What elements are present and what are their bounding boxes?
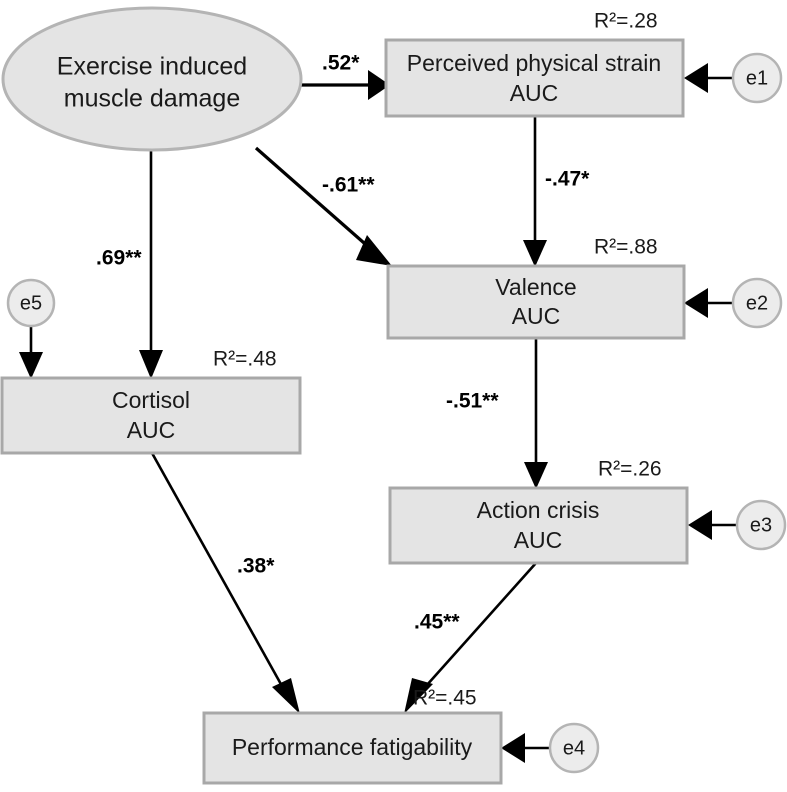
path-e2-to-valence [684, 288, 733, 318]
latent-label-line1: Exercise induced [57, 53, 247, 81]
node-error-e5[interactable]: e5 [6, 278, 56, 328]
r2-action-crisis: R²=.26 [598, 458, 662, 481]
r2-performance-fatigability: R²=.45 [413, 687, 477, 710]
arrow-head-cortisol-perf [272, 678, 300, 714]
e1-circle-shape [731, 52, 783, 104]
arrow-head-e3 [688, 510, 712, 540]
coef-valence-to-action-crisis: -.51** [446, 390, 499, 413]
latent-label-line2: muscle damage [64, 85, 240, 113]
coef-emd-to-valence: -.61** [322, 174, 375, 197]
coef-cortisol-to-performance-fatigability: .38* [237, 555, 275, 578]
path-action-crisis-to-performance-fatigability [404, 562, 537, 714]
e4-circle-shape [548, 722, 600, 774]
path-e3-to-action-crisis [688, 510, 737, 540]
valence-label-line2: AUC [512, 303, 561, 329]
cortisol-label-line2: AUC [127, 417, 176, 443]
r2-cortisol: R²=.48 [213, 348, 277, 371]
node-error-e4[interactable]: e4 [548, 722, 600, 774]
path-e5-to-cortisol [19, 326, 43, 379]
e3-circle-shape [735, 499, 787, 551]
action-crisis-box-shape [388, 486, 689, 565]
node-cortisol[interactable]: Cortisol AUC [0, 376, 302, 455]
path-valence-to-action-crisis [524, 338, 548, 489]
path-line-cortisol-perf [150, 452, 289, 696]
node-performance-fatigability[interactable]: Performance fatigability [202, 711, 503, 785]
perceived-strain-box-shape [384, 38, 685, 118]
node-error-e1[interactable]: e1 [731, 52, 783, 104]
arrow-head-action-crisis-perf [404, 678, 433, 714]
e4-label: e4 [563, 737, 585, 759]
performance-fatigability-label-line1: Performance fatigability [232, 734, 473, 760]
e2-circle-shape [731, 277, 783, 329]
arrow-head-emd-valence [356, 235, 392, 266]
path-emd-to-cortisol [139, 150, 163, 379]
cortisol-box-shape [0, 376, 302, 455]
node-error-e2[interactable]: e2 [731, 277, 783, 329]
action-crisis-label-line2: AUC [514, 527, 563, 553]
valence-label-line1: Valence [495, 274, 576, 300]
performance-fatigability-box-shape [202, 711, 503, 785]
r2-valence: R²=.88 [594, 236, 658, 259]
cortisol-label-line1: Cortisol [112, 387, 190, 413]
node-exercise-induced-muscle-damage[interactable]: Exercise induced muscle damage [1, 6, 303, 152]
node-valence[interactable]: Valence AUC [386, 264, 686, 340]
e2-label: e2 [746, 292, 768, 314]
action-crisis-label-line1: Action crisis [477, 497, 600, 523]
arrow-head-e5 [19, 352, 43, 379]
arrow-head-strain-valence [523, 240, 547, 267]
path-e1-to-perceived-strain [684, 63, 733, 93]
path-e4-to-performance-fatigability [501, 733, 550, 763]
coef-action-crisis-to-performance-fatigability: .45** [414, 611, 460, 634]
e3-label: e3 [750, 514, 772, 536]
arrow-head-valence-action-crisis [524, 462, 548, 489]
path-emd-to-valence [254, 146, 392, 266]
coef-emd-to-cortisol: .69** [96, 247, 142, 270]
e5-label: e5 [20, 292, 42, 314]
perceived-strain-label-line2: AUC [510, 80, 559, 106]
coef-emd-to-perceived-strain: .52* [322, 52, 360, 75]
arrow-head-e1 [684, 63, 708, 93]
arrow-head-e2 [684, 288, 708, 318]
node-perceived-physical-strain[interactable]: Perceived physical strain AUC [384, 38, 685, 118]
arrow-head-emd-perceived-strain [368, 70, 390, 100]
coef-perceived-strain-to-valence: -.47* [545, 168, 590, 191]
arrow-head-e4 [501, 733, 525, 763]
path-cortisol-to-performance-fatigability [150, 452, 300, 714]
e5-circle-shape [6, 278, 56, 328]
e1-label: e1 [746, 67, 768, 89]
node-action-crisis[interactable]: Action crisis AUC [388, 486, 689, 565]
node-error-e3[interactable]: e3 [735, 499, 787, 551]
perceived-strain-label-line1: Perceived physical strain [407, 50, 661, 76]
r2-perceived-physical-strain: R²=.28 [594, 10, 658, 33]
path-line-emd-valence [254, 146, 374, 252]
path-line-action-crisis-perf [417, 562, 537, 696]
latent-ellipse-shape [1, 6, 303, 152]
arrow-head-emd-cortisol [139, 350, 163, 379]
path-perceived-strain-to-valence [523, 116, 547, 267]
path-emd-to-perceived-strain [300, 70, 390, 100]
valence-box-shape [386, 264, 686, 340]
